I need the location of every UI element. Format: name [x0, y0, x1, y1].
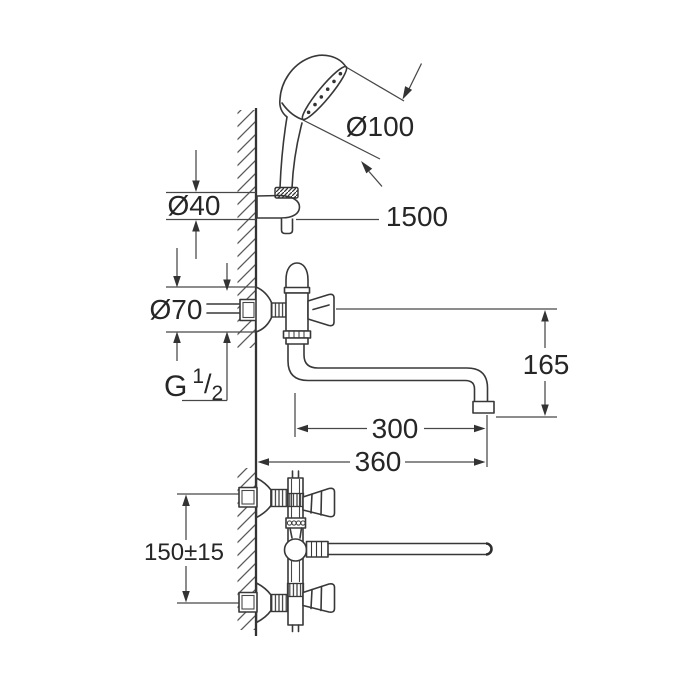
upper-handle [302, 487, 336, 518]
dim-spout-height: 165 [336, 308, 570, 418]
mixer-dome [285, 262, 309, 294]
spout-connection-nut [305, 540, 329, 558]
tub-spout-inner-edge [303, 343, 489, 403]
dim-label-escutcheon-diameter: Ø70 [150, 294, 203, 325]
upper-thread-nipple [270, 488, 289, 508]
lower-handle-flutes [310, 585, 323, 612]
dim-escutcheon-diameter: Ø70 [150, 248, 256, 361]
spout-collar [285, 337, 309, 345]
dim-connection-centers: 150±15 [144, 493, 246, 604]
thread-nipple [270, 302, 287, 318]
lower-escutcheon [255, 582, 272, 624]
mixer-body [285, 292, 309, 332]
dim-shower-head-diameter: Ø100 [302, 63, 423, 187]
spout-nut [282, 330, 312, 339]
dim-label-hose-length: 1500 [386, 201, 448, 232]
diverter-neck [299, 527, 303, 539]
wall-hatching-upper [237, 110, 256, 348]
wall-hatching-lower [237, 468, 256, 630]
hand-shower-assembly [256, 54, 348, 235]
diverter-ball [283, 538, 308, 562]
dim-label-spout-height: 165 [523, 349, 570, 380]
upper-thread-band [286, 492, 305, 508]
diverter-collar-beads [286, 520, 306, 526]
mixer-side-view [206, 262, 495, 414]
dim-spout-reach: 300 [294, 393, 486, 444]
holder-grip-ring [274, 186, 299, 199]
spout-nut-ticks [288, 331, 305, 338]
upper-union-square [238, 486, 258, 508]
mixer-handle [307, 293, 335, 327]
dim-label-spout-reach: 300 [372, 413, 419, 444]
mixer-handle-grip-line [312, 304, 330, 311]
shower-face-band [301, 65, 348, 121]
shower-head-chin [281, 102, 305, 121]
dim-wall-to-spout-end: 360 [257, 415, 488, 477]
spout-connection-nut-ridges [310, 542, 323, 557]
shower-head-outline [279, 54, 347, 118]
lower-union-square-inner [241, 594, 255, 610]
tub-spout-outer-edge [287, 343, 476, 403]
mixer-collar [283, 286, 311, 294]
dim-label-holder-diameter: Ø40 [168, 190, 221, 221]
spout-tube-end-cap [485, 542, 493, 556]
dim-label-union-center-distance: 150±15 [144, 539, 224, 566]
lower-thread-nipple [270, 593, 289, 613]
upper-handle-flutes [310, 490, 323, 516]
dim-label-wall-to-spout-end: 360 [355, 446, 402, 477]
thread-prefix: G [164, 370, 187, 403]
shower-face-dots [306, 71, 343, 115]
lower-union-square [238, 591, 258, 613]
upper-union-square-inner [241, 489, 255, 505]
lower-handle [302, 583, 336, 613]
dim-holder-diameter: Ø40 [166, 150, 256, 259]
diverter-neck [289, 527, 293, 539]
shower-handle-left-edge [279, 116, 288, 189]
escutcheon [255, 286, 273, 333]
thread-denominator: 2 [212, 382, 224, 405]
wall-union-square-inner [242, 301, 255, 319]
spout-aerator [472, 400, 495, 414]
thread-numerator: 1 [192, 365, 204, 388]
thread-slash: / [204, 369, 212, 399]
mixer-front-view [238, 470, 493, 633]
upper-escutcheon [255, 477, 272, 519]
shower-hose-stub [280, 218, 294, 235]
lower-thread-band [286, 582, 305, 598]
shower-holder [256, 194, 301, 219]
dim-label-shower-head-diameter: Ø100 [346, 111, 415, 142]
leader-hose-length: 1500 [296, 201, 448, 232]
wall-section [237, 108, 258, 636]
shower-handle-right-edge [291, 122, 303, 189]
